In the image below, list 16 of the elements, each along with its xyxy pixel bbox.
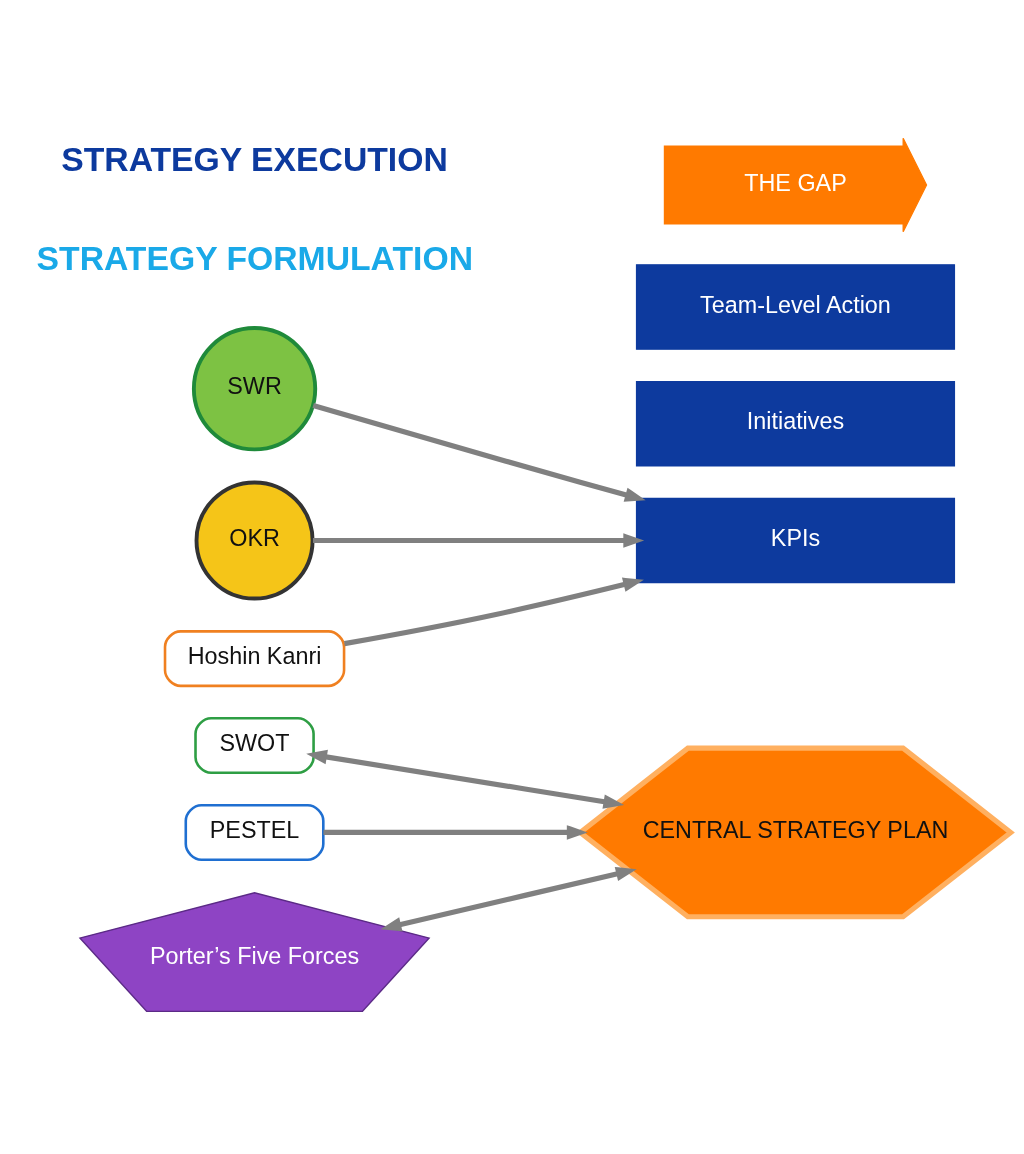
arrow [312, 532, 645, 548]
node-box: Hoshin Kanri [163, 629, 346, 687]
node-box: SWOT [194, 716, 315, 774]
label: STRATEGY EXECUTION [61, 139, 448, 178]
arrow [323, 824, 588, 840]
arrow [344, 577, 644, 646]
node-box: KPIs [635, 497, 956, 583]
arrow [306, 749, 625, 809]
node-box: Team-Level Action [635, 263, 956, 350]
node-box: PESTEL [184, 803, 325, 861]
node-circle: SWR [191, 325, 318, 451]
node-box: Initiatives [635, 380, 956, 467]
node-circle: OKR [194, 480, 315, 600]
arrow [312, 402, 646, 502]
arrow [380, 866, 637, 931]
label: STRATEGY FORMULATION [36, 238, 474, 277]
